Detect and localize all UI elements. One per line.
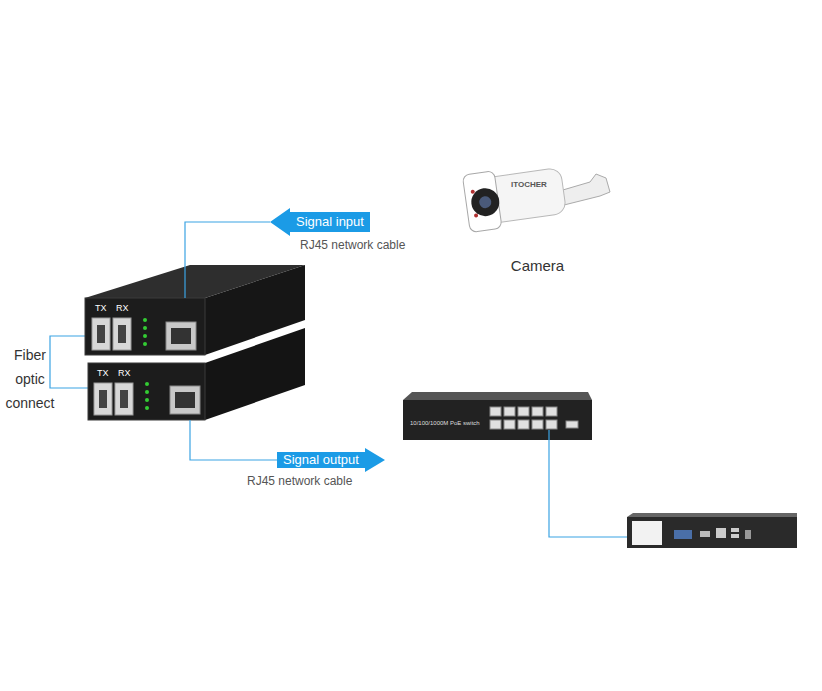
switch-port bbox=[518, 420, 529, 429]
arrow-fill bbox=[270, 208, 370, 236]
lan-port bbox=[716, 528, 726, 538]
nvr-sticker bbox=[632, 521, 662, 545]
switch-front bbox=[403, 400, 592, 440]
node-text: RX bbox=[118, 368, 131, 378]
nvr-top bbox=[627, 513, 797, 517]
led bbox=[143, 334, 147, 338]
node-text: RJ45 network cable bbox=[300, 238, 405, 252]
converter-front bbox=[85, 298, 205, 355]
hdmi-port bbox=[700, 531, 710, 537]
power-port bbox=[745, 530, 751, 539]
usb-port bbox=[731, 528, 739, 532]
switch-port bbox=[532, 420, 543, 429]
camera-hood bbox=[462, 171, 502, 233]
led bbox=[143, 342, 147, 346]
node-text: Camera bbox=[460, 257, 615, 275]
fiber-port bbox=[113, 318, 131, 350]
brand-logo: ITOCHER bbox=[511, 180, 547, 189]
node-text: 10/100/1000M PoE switch bbox=[410, 420, 480, 427]
switch-port bbox=[546, 407, 557, 416]
switch-ports bbox=[490, 407, 578, 429]
nvr-front bbox=[627, 517, 797, 548]
switch-port bbox=[532, 407, 543, 416]
converter-side bbox=[205, 265, 305, 355]
fiber-port bbox=[94, 383, 112, 415]
node-text: TX bbox=[97, 368, 109, 378]
switch-port bbox=[546, 420, 557, 429]
switch-top bbox=[403, 392, 592, 400]
cable-line bbox=[190, 420, 277, 460]
rj45-port bbox=[166, 322, 196, 350]
cable-line bbox=[185, 222, 270, 298]
ir-led bbox=[474, 213, 479, 218]
led bbox=[145, 398, 149, 402]
camera: Camera bbox=[460, 155, 615, 277]
signal-arrow: Signal inputRJ45 network cable bbox=[270, 208, 370, 236]
rj45-port-hole bbox=[175, 392, 195, 408]
usb-port bbox=[731, 534, 739, 538]
switch-port bbox=[504, 407, 515, 416]
rj45-port bbox=[170, 386, 200, 414]
led bbox=[145, 406, 149, 410]
switch-port bbox=[490, 420, 501, 429]
vga-port bbox=[674, 530, 692, 539]
sfp-port bbox=[566, 421, 578, 428]
switch-port bbox=[518, 407, 529, 416]
switch-port bbox=[490, 407, 501, 416]
media-converter: TX RX bbox=[88, 363, 205, 420]
fiber-port-hole bbox=[97, 325, 105, 343]
camera-lens bbox=[469, 186, 501, 218]
node-text: RJ45 network cable bbox=[247, 474, 352, 488]
media-converter: TX RX bbox=[85, 298, 205, 355]
fiber-port-hole bbox=[120, 390, 128, 408]
fiber-port-hole bbox=[99, 390, 107, 408]
arrow-label: Signal input bbox=[296, 214, 364, 230]
camera-body-group bbox=[462, 161, 567, 232]
node-text: TX bbox=[95, 303, 107, 313]
rj45-port-hole bbox=[171, 328, 191, 344]
node-text: RX bbox=[116, 303, 129, 313]
fiber-port-hole bbox=[118, 325, 126, 343]
switch-port bbox=[504, 420, 515, 429]
converter-front bbox=[88, 363, 205, 420]
fiber-port bbox=[92, 318, 110, 350]
ir-led bbox=[470, 190, 475, 195]
arrow-fill bbox=[277, 448, 385, 472]
led bbox=[143, 318, 147, 322]
led bbox=[145, 382, 149, 386]
poe-switch: 10/100/1000M PoE switch bbox=[403, 392, 592, 440]
led bbox=[145, 390, 149, 394]
cable-line bbox=[549, 430, 627, 537]
arrow-label: Signal output bbox=[283, 452, 359, 468]
signal-arrow: Signal outputRJ45 network cable bbox=[277, 448, 385, 472]
camera-lens-glass bbox=[479, 195, 493, 209]
fiber-port bbox=[115, 383, 133, 415]
led bbox=[143, 326, 147, 330]
fiber-label: Fiber optic connect bbox=[3, 343, 57, 415]
